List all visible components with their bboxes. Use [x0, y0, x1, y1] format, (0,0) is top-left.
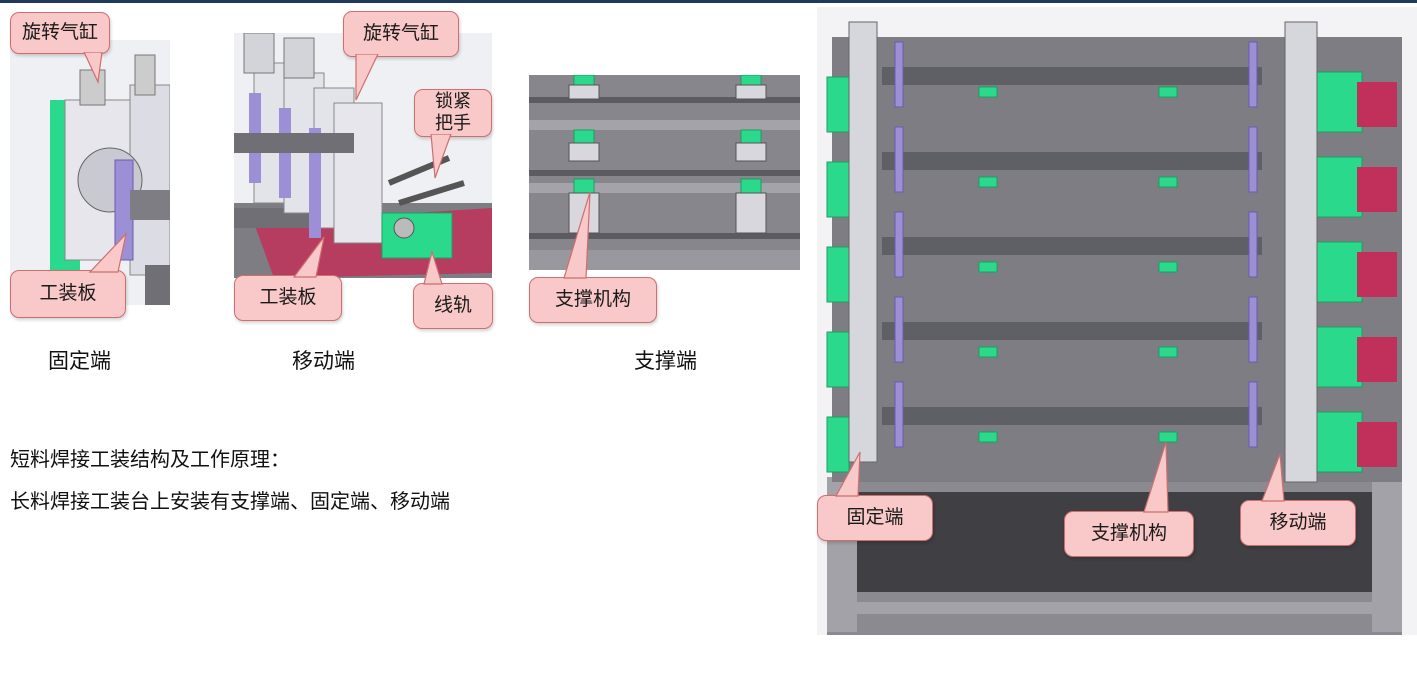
- moving-plate-callout: 工装板: [234, 275, 342, 321]
- assembly-moving-callout-pointer: [1261, 453, 1285, 502]
- fixed-cylinder-callout-pointer: [83, 52, 103, 84]
- fixed-plate-callout-pointer: [88, 232, 128, 273]
- fixed-plate-callout: 工装板: [10, 270, 126, 318]
- fixed-end-image: [10, 40, 170, 305]
- moving-cylinder-callout-pointer: [355, 54, 379, 101]
- moving-handle-callout-pointer: [430, 134, 452, 179]
- assembly-fixed-callout-pointer: [834, 451, 861, 497]
- description-heading: 短料焊接工装结构及工作原理：: [10, 447, 290, 471]
- moving-plate-callout-pointer: [292, 236, 325, 278]
- assembly-support-callout-pointer: [1143, 441, 1169, 513]
- description-line: 长料焊接工装台上安装有支撑端、固定端、移动端: [10, 489, 450, 513]
- assembly-moving-callout: 移动端: [1240, 500, 1356, 546]
- top-border-line: [0, 0, 1417, 3]
- support-mechanism-callout-pointer: [563, 191, 591, 279]
- fixed-end-caption: 固定端: [48, 349, 111, 373]
- moving-cylinder-callout: 旋转气缸: [343, 11, 459, 57]
- support-end-image: [529, 75, 800, 270]
- assembly-support-callout: 支撑机构: [1064, 511, 1194, 557]
- assembly-overview-image: [817, 7, 1417, 635]
- support-mechanism-callout: 支撑机构: [529, 277, 657, 323]
- fixed-cylinder-callout: 旋转气缸: [10, 12, 110, 54]
- moving-handle-callout: 锁紧 把手: [414, 89, 492, 137]
- support-end-caption: 支撑端: [634, 349, 697, 373]
- assembly-fixed-callout: 固定端: [817, 495, 933, 541]
- moving-rail-callout: 线轨: [413, 283, 493, 329]
- moving-rail-callout-pointer: [423, 250, 443, 285]
- moving-end-caption: 移动端: [292, 349, 355, 373]
